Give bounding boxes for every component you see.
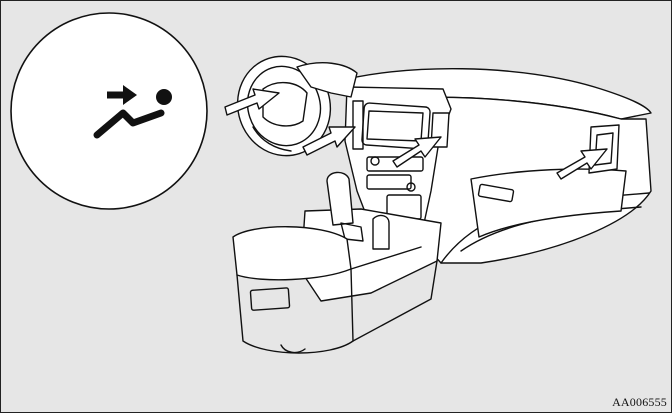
vent-icon-callout	[11, 13, 207, 209]
figure-code-label: AA006555	[612, 395, 667, 410]
console-storage	[250, 288, 289, 311]
armrest-console	[233, 227, 351, 280]
